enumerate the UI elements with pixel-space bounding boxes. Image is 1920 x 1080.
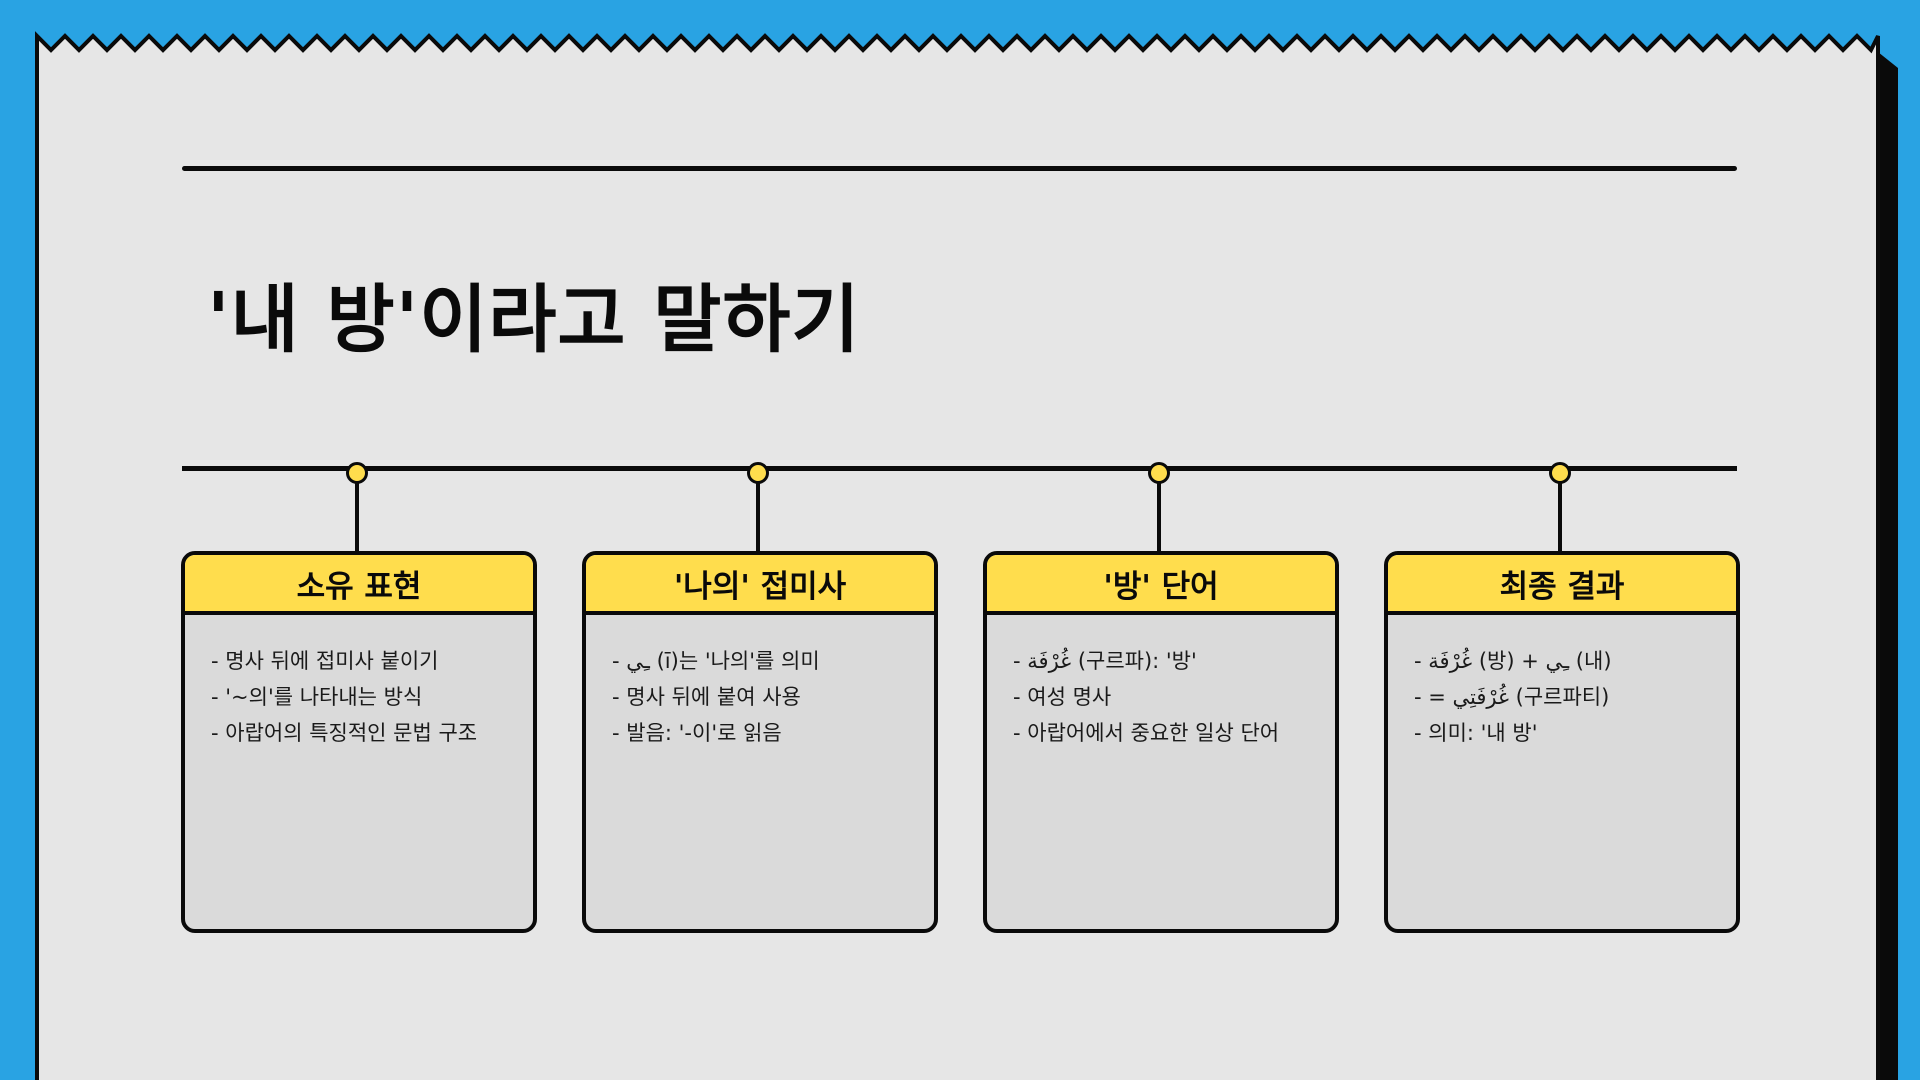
list-item: - 발음: '-이'로 읽음	[612, 721, 782, 745]
timeline-connector	[756, 470, 760, 553]
list-item: - 의미: '내 방'	[1414, 721, 1538, 745]
timeline-node	[346, 462, 368, 484]
card-heading: 소유 표현	[185, 555, 533, 615]
paper-shadow	[1878, 52, 1898, 1080]
card-list: - 명사 뒤에 접미사 붙이기 - '~의'를 나타내는 방식 - 아랍어의 특…	[185, 615, 533, 751]
list-item: - '~의'를 나타내는 방식	[211, 685, 423, 709]
card-possession-expression: 소유 표현 - 명사 뒤에 접미사 붙이기 - '~의'를 나타내는 방식 - …	[181, 551, 537, 933]
list-item: - 아랍어에서 중요한 일상 단어	[1013, 721, 1280, 745]
timeline-connector	[1558, 470, 1562, 553]
top-divider	[182, 166, 1737, 171]
card-final-result: 최종 결과 - غُرْفَة (방) + ـِي (내) - = غُرْفَ…	[1384, 551, 1740, 933]
card-my-suffix: '나의' 접미사 - ـِي (ī)는 '나의'를 의미 - 명사 뒤에 붙여 …	[582, 551, 938, 933]
list-item: - 아랍어의 특징적인 문법 구조	[211, 721, 478, 745]
card-heading: '나의' 접미사	[586, 555, 934, 615]
card-list: - غُرْفَة (구르파): '방' - 여성 명사 - 아랍어에서 중요한…	[987, 615, 1335, 751]
card-room-word: '방' 단어 - غُرْفَة (구르파): '방' - 여성 명사 - 아랍…	[983, 551, 1339, 933]
card-list: - غُرْفَة (방) + ـِي (내) - = غُرْفَتِي (구…	[1388, 615, 1736, 751]
list-item: - 명사 뒤에 접미사 붙이기	[211, 649, 439, 673]
list-item: - غُرْفَة (구르파): '방'	[1013, 649, 1197, 673]
timeline-node	[1148, 462, 1170, 484]
timeline-connector	[355, 470, 359, 553]
timeline-node	[747, 462, 769, 484]
card-list: - ـِي (ī)는 '나의'를 의미 - 명사 뒤에 붙여 사용 - 발음: …	[586, 615, 934, 751]
timeline-node	[1549, 462, 1571, 484]
list-item: - = غُرْفَتِي (구르파티)	[1414, 685, 1610, 709]
card-heading: '방' 단어	[987, 555, 1335, 615]
card-heading: 최종 결과	[1388, 555, 1736, 615]
list-item: - 여성 명사	[1013, 685, 1112, 709]
timeline-connector	[1157, 470, 1161, 553]
list-item: - غُرْفَة (방) + ـِي (내)	[1414, 649, 1612, 673]
list-item: - 명사 뒤에 붙여 사용	[612, 685, 801, 709]
timeline-line	[182, 466, 1737, 471]
page-title: '내 방'이라고 말하기	[207, 276, 861, 363]
list-item: - ـِي (ī)는 '나의'를 의미	[612, 649, 820, 673]
